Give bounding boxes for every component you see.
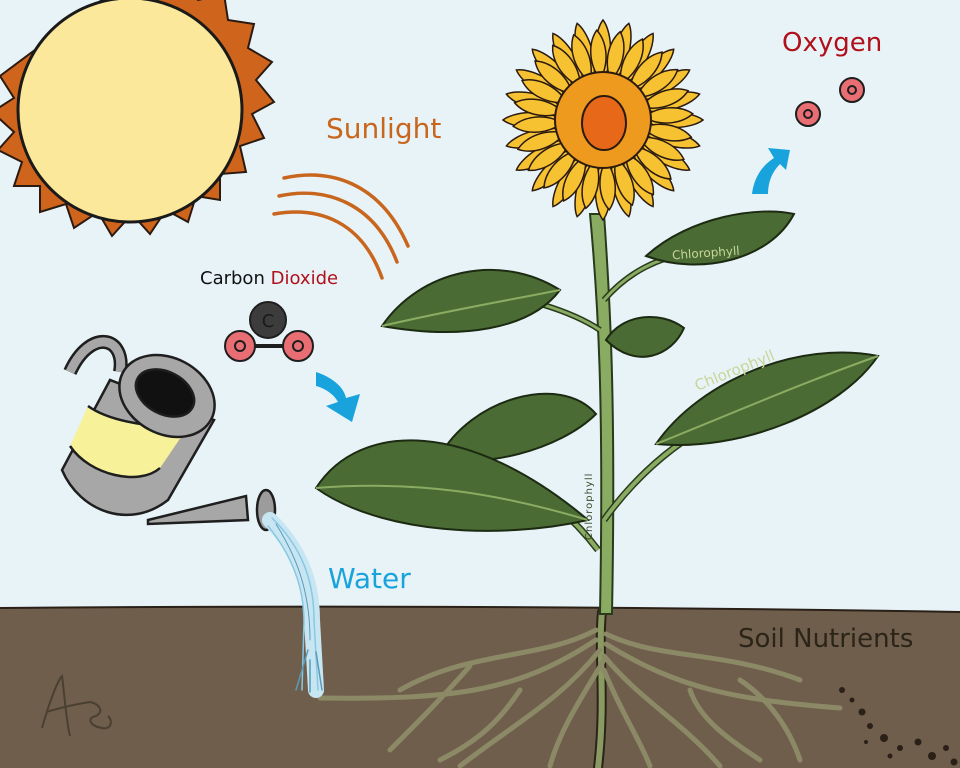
sunflower-petal bbox=[513, 98, 566, 117]
dioxide-word: Dioxide bbox=[270, 268, 339, 289]
water-stream bbox=[262, 512, 324, 698]
plant-roots bbox=[317, 607, 843, 768]
sunflower-petal bbox=[543, 149, 578, 189]
oxygen-molecules-icon bbox=[795, 77, 865, 127]
co2-molecule-icon: C bbox=[224, 301, 314, 362]
oxygen-up-arrow-icon bbox=[752, 148, 790, 194]
leaf-upper-right bbox=[644, 210, 796, 266]
sunflower-petal bbox=[589, 29, 607, 82]
sunflower-petal bbox=[527, 141, 572, 172]
sunflower-petal bbox=[639, 88, 690, 109]
sunflower-petal bbox=[641, 106, 694, 124]
co2-down-arrow-icon bbox=[316, 372, 360, 422]
chlorophyll-label-stem: Chlorophyll bbox=[584, 472, 595, 540]
sunflower-petal bbox=[534, 60, 574, 95]
sunflower-petal bbox=[637, 136, 685, 161]
sunflower-petal bbox=[512, 116, 565, 134]
sunflower-petal bbox=[624, 151, 655, 196]
carbon-atom-label: C bbox=[262, 311, 275, 332]
sunlight-waves-icon bbox=[272, 173, 410, 280]
plant-leaves bbox=[314, 210, 880, 532]
sunflower-petal bbox=[551, 44, 582, 89]
sunflower-petal bbox=[640, 123, 693, 142]
oxygen-label: Oxygen bbox=[782, 28, 883, 58]
carbon-dioxide-label: Carbon Dioxide bbox=[200, 268, 338, 289]
watering-can-icon bbox=[60, 335, 277, 532]
sunflower-petal bbox=[619, 38, 644, 86]
water-label: Water bbox=[328, 562, 411, 595]
sunflower-petal bbox=[599, 158, 617, 211]
sunflower-petal bbox=[614, 156, 635, 207]
sunflower-petal bbox=[634, 68, 679, 99]
carbon-word: Carbon bbox=[200, 268, 265, 289]
sunflower-petal bbox=[606, 30, 625, 83]
sunflower-petal bbox=[581, 157, 600, 210]
sunflower-petal bbox=[628, 51, 663, 91]
sun-icon bbox=[0, 0, 276, 238]
sunflower-petal bbox=[571, 33, 592, 84]
sunflower-petal bbox=[516, 131, 567, 152]
sunflower-petal bbox=[632, 145, 672, 180]
leaf-small-right bbox=[604, 315, 686, 358]
artist-signature bbox=[41, 673, 112, 737]
sunlight-label: Sunlight bbox=[326, 112, 442, 145]
soil-nutrients-label: Soil Nutrients bbox=[738, 624, 914, 654]
sunflower-petal bbox=[562, 154, 587, 202]
sunflower-petal bbox=[521, 79, 569, 104]
sunflower-icon bbox=[501, 18, 705, 222]
